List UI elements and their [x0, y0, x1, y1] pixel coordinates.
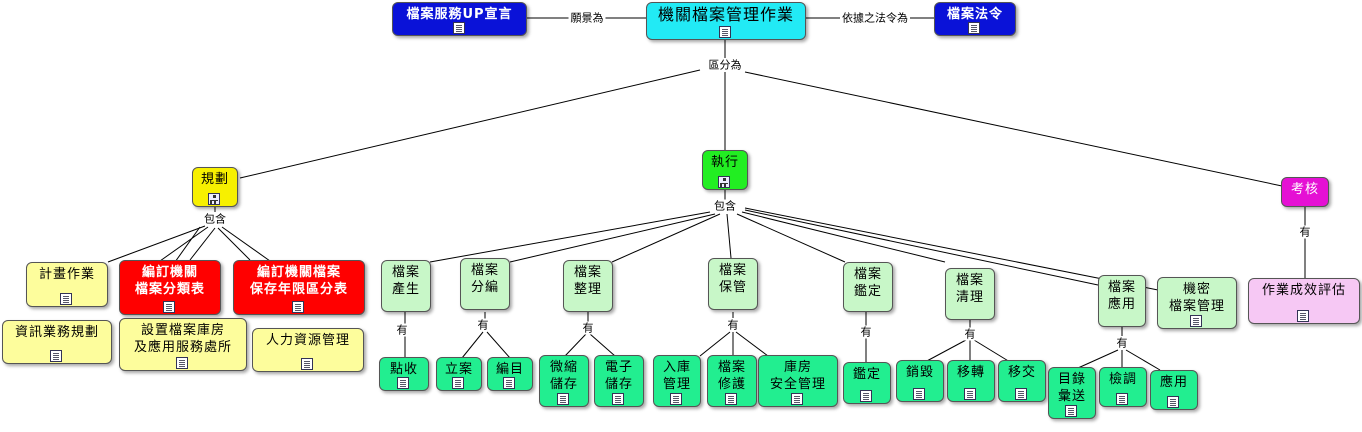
link-have: 有 — [858, 325, 874, 339]
document-note-icon[interactable] — [60, 293, 72, 305]
node-repair[interactable]: 檔案 修護 — [707, 355, 757, 407]
node-vault-security[interactable]: 庫房 安全管理 — [758, 355, 838, 407]
document-note-icon[interactable] — [670, 393, 682, 405]
hierarchy-map-icon[interactable] — [208, 193, 220, 205]
node-application[interactable]: 應用 — [1150, 370, 1198, 410]
document-note-icon[interactable] — [791, 393, 803, 405]
document-note-icon[interactable] — [1116, 393, 1128, 405]
node-file-case[interactable]: 立案 — [436, 357, 482, 391]
document-note-icon[interactable] — [1190, 315, 1202, 327]
node-handover[interactable]: 移交 — [998, 360, 1046, 402]
document-note-icon[interactable] — [503, 377, 515, 389]
node-keep[interactable]: 檔案 保管 — [708, 258, 758, 310]
document-note-icon[interactable] — [1015, 388, 1027, 400]
node-catalog[interactable]: 檔案 分編 — [460, 258, 510, 310]
node-confidential[interactable]: 機密 檔案管理 — [1157, 277, 1237, 329]
document-note-icon[interactable] — [913, 388, 925, 400]
node-retrieval[interactable]: 檢調 — [1099, 367, 1147, 407]
document-note-icon[interactable] — [968, 22, 980, 34]
link-eval-have: 有 — [1297, 225, 1313, 239]
hierarchy-map-icon[interactable] — [718, 176, 730, 188]
node-up-declaration[interactable]: 檔案服務UP宣言 — [392, 2, 527, 36]
link-exec-include: 包含 — [712, 199, 738, 213]
node-use[interactable]: 檔案 應用 — [1098, 275, 1146, 327]
link-have: 有 — [475, 318, 491, 332]
node-retention-table[interactable]: 編訂機關檔案 保存年限區分表 — [233, 260, 365, 315]
node-produce[interactable]: 檔案 產生 — [381, 260, 431, 312]
document-note-icon[interactable] — [725, 393, 737, 405]
document-note-icon[interactable] — [1065, 405, 1077, 417]
document-note-icon[interactable] — [301, 358, 313, 370]
document-note-icon[interactable] — [452, 22, 465, 34]
node-organize[interactable]: 檔案 整理 — [563, 260, 613, 312]
document-note-icon[interactable] — [1297, 310, 1309, 322]
node-e-storage[interactable]: 電子 儲存 — [594, 355, 644, 407]
node-root[interactable]: 機關檔案管理作業 — [646, 2, 806, 40]
link-law-basis: 依據之法令為 — [840, 11, 910, 25]
document-note-icon[interactable] — [719, 26, 731, 38]
node-performance-eval[interactable]: 作業成效評估 — [1248, 278, 1360, 324]
link-vision: 願景為 — [568, 11, 606, 25]
node-exec[interactable]: 執行 — [702, 150, 748, 190]
node-microfilm[interactable]: 微縮 儲存 — [539, 355, 589, 407]
document-note-icon[interactable] — [397, 377, 409, 389]
document-note-icon[interactable] — [292, 301, 304, 313]
document-note-icon[interactable] — [50, 350, 62, 362]
node-eval[interactable]: 考核 — [1281, 177, 1329, 207]
node-transfer[interactable]: 移轉 — [947, 360, 995, 402]
document-note-icon[interactable] — [1167, 396, 1179, 408]
node-intake[interactable]: 入庫 管理 — [653, 355, 701, 407]
node-appraisal[interactable]: 鑑定 — [843, 362, 891, 404]
node-it-planning[interactable]: 資訊業務規劃 — [2, 320, 112, 364]
document-note-icon[interactable] — [452, 377, 464, 389]
link-plan-include: 包含 — [202, 212, 228, 226]
node-classification-table[interactable]: 編訂機關 檔案分類表 — [119, 260, 221, 315]
document-note-icon[interactable] — [964, 388, 976, 400]
document-note-icon[interactable] — [860, 390, 872, 402]
node-storage-facility[interactable]: 設置檔案庫房 及應用服務處所 — [119, 318, 247, 371]
link-have: 有 — [962, 327, 978, 341]
document-note-icon[interactable] — [163, 301, 175, 313]
link-have: 有 — [580, 321, 596, 335]
node-hr-management[interactable]: 人力資源管理 — [252, 328, 364, 372]
node-appraise[interactable]: 檔案 鑑定 — [843, 262, 893, 312]
link-have: 有 — [1114, 336, 1130, 350]
node-catalog-submit[interactable]: 目錄 彙送 — [1048, 367, 1096, 419]
document-note-icon[interactable] — [612, 393, 624, 405]
node-plan[interactable]: 規劃 — [192, 167, 238, 207]
node-plan-work[interactable]: 計畫作業 — [26, 262, 108, 307]
node-clear[interactable]: 檔案 清理 — [945, 268, 995, 320]
node-destroy[interactable]: 銷毀 — [896, 360, 944, 402]
link-split: 區分為 — [706, 58, 744, 72]
link-have: 有 — [725, 318, 741, 332]
node-cataloging[interactable]: 編目 — [487, 357, 533, 391]
document-note-icon[interactable] — [176, 357, 188, 369]
node-archive-law[interactable]: 檔案法令 — [934, 2, 1016, 36]
link-have: 有 — [394, 323, 410, 337]
document-note-icon[interactable] — [557, 393, 569, 405]
node-receive[interactable]: 點收 — [379, 357, 429, 391]
